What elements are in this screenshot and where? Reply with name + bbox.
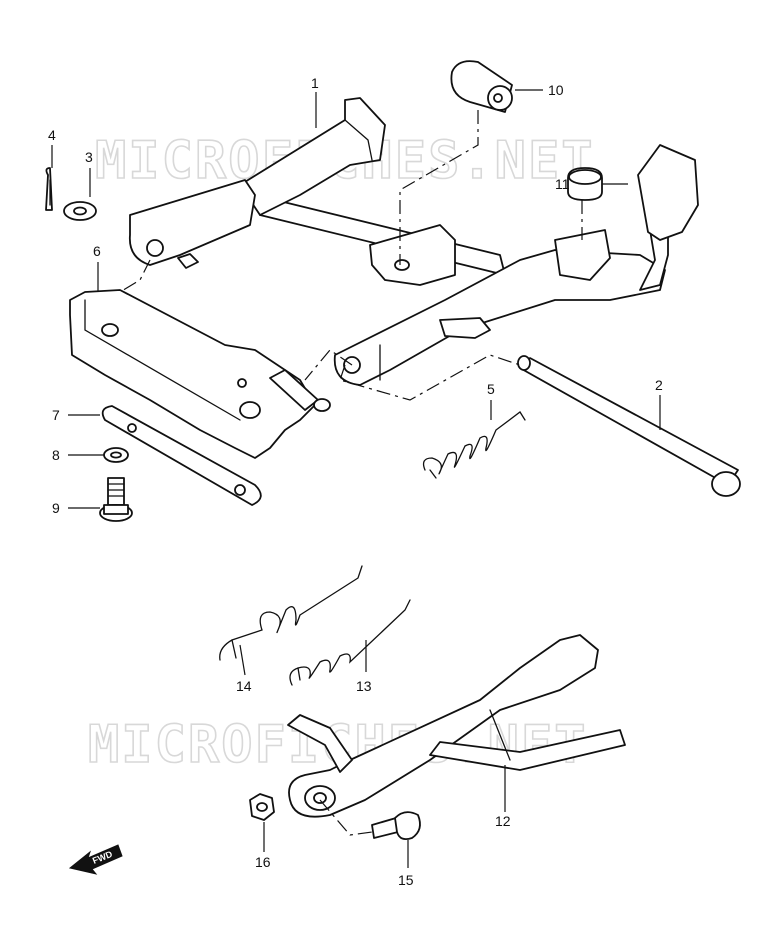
pivot-bolt <box>371 811 421 841</box>
callout-7: 7 <box>52 407 60 423</box>
side-stand <box>287 634 626 818</box>
callout-16: 16 <box>255 854 271 870</box>
washer-3 <box>63 201 97 221</box>
cotter-pin <box>45 167 53 211</box>
stand-bracket <box>69 289 331 459</box>
flange-bolt <box>99 477 133 522</box>
callout-13: 13 <box>356 678 372 694</box>
callout-6: 6 <box>93 243 101 259</box>
callout-2: 2 <box>655 377 663 393</box>
hex-nut <box>249 793 275 821</box>
stand-spring <box>422 411 526 479</box>
center-stand-frame <box>128 97 699 386</box>
washer-8 <box>103 447 129 463</box>
leader-lines <box>51 89 661 868</box>
callout-5: 5 <box>487 381 495 397</box>
rubber-stopper <box>567 167 603 201</box>
stand-shaft <box>517 355 741 497</box>
callout-10: 10 <box>548 82 564 98</box>
callout-14: 14 <box>236 678 252 694</box>
callout-1: 1 <box>311 75 319 91</box>
callout-11: 11 <box>555 176 570 192</box>
callout-3: 3 <box>85 149 93 165</box>
side-stand-spring-outer <box>289 599 411 686</box>
callout-12: 12 <box>495 813 511 829</box>
mounting-plate <box>101 405 262 506</box>
pedal-bushing <box>450 60 513 113</box>
side-stand-spring-inner <box>219 565 363 661</box>
callout-8: 8 <box>52 447 60 463</box>
forward-arrow: FWD <box>68 844 123 875</box>
callout-4: 4 <box>48 127 56 143</box>
callout-9: 9 <box>52 500 60 516</box>
callout-15: 15 <box>398 872 414 888</box>
